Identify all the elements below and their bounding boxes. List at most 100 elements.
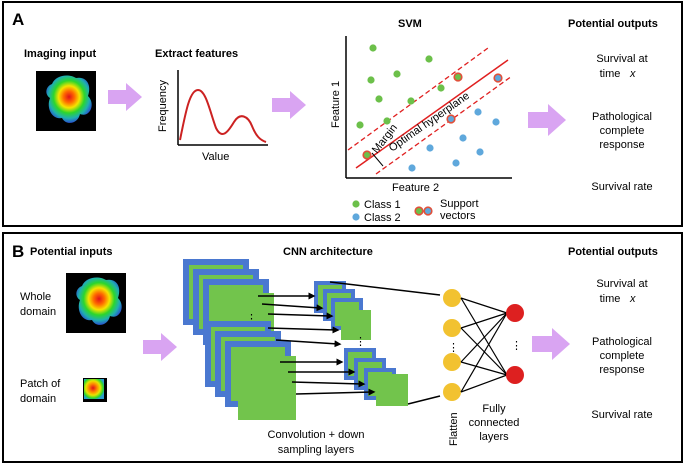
extract-features-label: Extract features — [155, 48, 238, 60]
fc-label-line1: Fully — [482, 403, 506, 415]
class2-point — [426, 144, 434, 152]
patch-domain-line2: domain — [20, 393, 56, 405]
class2-point — [408, 164, 416, 172]
output-survival-var-b: x — [629, 293, 636, 305]
panel-b-frame — [2, 232, 683, 463]
fully-connected-edges — [460, 297, 508, 393]
flatten-label: Flatten — [448, 412, 460, 446]
class1-point — [383, 117, 391, 125]
class2-point — [474, 108, 482, 116]
output-survival-line1-a: Survival at — [596, 53, 647, 65]
feature2-axis-label: Feature 2 — [392, 182, 439, 194]
whole-domain-image — [66, 273, 126, 333]
output-survival-line2-a: time — [600, 68, 621, 80]
pooled-map — [376, 374, 408, 406]
output-pcr-line1-b: Pathological — [592, 336, 652, 348]
flatten-neuron — [443, 383, 461, 401]
flatten-neuron — [443, 289, 461, 307]
support-vector-point — [446, 114, 456, 124]
flow-arrow-icon — [532, 328, 570, 360]
flatten-neuron — [443, 319, 461, 337]
flatten-layer: ⋮ — [443, 289, 461, 401]
ellipsis-dots: ⋮ — [355, 336, 366, 348]
support-vector-point — [362, 150, 372, 160]
imaging-input-image — [36, 71, 96, 131]
support-legend-marker — [414, 206, 424, 216]
output-rate-a: Survival rate — [591, 181, 652, 193]
cnn-title: CNN architecture — [283, 246, 373, 258]
svm-legend: Class 1 Class 2 Support vectors — [352, 198, 479, 224]
flatten-neuron — [443, 353, 461, 371]
margin-line-lower — [375, 75, 513, 175]
support-vector-point — [453, 72, 463, 82]
connection-arrows — [258, 281, 441, 405]
output-survival-var-a: x — [629, 68, 636, 80]
svm-title: SVM — [398, 18, 422, 30]
ellipsis-dots: ⋮ — [511, 340, 522, 352]
class2-point — [452, 159, 460, 167]
output-neuron — [506, 366, 524, 384]
svm-plot — [345, 36, 513, 179]
output-pcr-line1-a: Pathological — [592, 111, 652, 123]
margin-marker — [371, 152, 384, 167]
class2-point — [476, 148, 484, 156]
output-rate-b: Survival rate — [591, 409, 652, 421]
output-neuron — [506, 304, 524, 322]
outputs-title-b: Potential outputs — [568, 246, 658, 258]
output-survival-line1-b: Survival at — [596, 278, 647, 290]
output-pcr-line2-b: complete — [600, 350, 645, 362]
pooled-map — [341, 310, 371, 340]
outputs-title-a: Potential outputs — [568, 18, 658, 30]
imaging-input-label: Imaging input — [24, 48, 96, 60]
class1-point — [425, 55, 433, 63]
class1-point — [356, 121, 364, 129]
frequency-axis-label: Frequency — [157, 80, 169, 132]
convolution-layer-stack: ⋮ ⋮ — [183, 259, 408, 420]
output-layer: ⋮ — [506, 304, 524, 384]
class1-point — [375, 95, 383, 103]
class1-point — [437, 84, 445, 92]
class1-point — [369, 44, 377, 52]
panel-a-letter: A — [12, 10, 24, 29]
flow-arrow-icon — [272, 91, 306, 119]
feature-map — [238, 356, 296, 420]
panel-a-frame — [2, 1, 683, 227]
whole-domain-line2: domain — [20, 306, 56, 318]
output-pcr-line3-a: response — [599, 139, 644, 151]
feature1-axis-label: Feature 1 — [330, 81, 342, 128]
value-axis-label: Value — [202, 151, 229, 163]
margin-line-upper — [347, 47, 489, 151]
whole-domain-line1: Whole — [20, 291, 51, 303]
output-pcr-line3-b: response — [599, 364, 644, 376]
conv-label-line2: sampling layers — [278, 444, 355, 456]
patch-domain-line1: Patch of — [20, 378, 61, 390]
support-legend-marker — [423, 206, 433, 216]
optimal-hyperplane-line — [355, 59, 509, 169]
output-pcr-line2-a: complete — [600, 125, 645, 137]
support-legend-label-line1: Support — [440, 198, 479, 210]
inputs-title: Potential inputs — [30, 246, 113, 258]
flow-arrow-icon — [143, 333, 177, 361]
histogram-plot — [177, 70, 268, 146]
class1-legend-marker — [352, 200, 360, 208]
conv-label-line1: Convolution + down — [268, 429, 365, 441]
fc-label-line2: connected — [469, 417, 520, 429]
ellipsis-dots: ⋮ — [448, 342, 459, 354]
class1-point — [407, 97, 415, 105]
output-survival-line2-b: time — [600, 293, 621, 305]
class1-legend-label: Class 1 — [364, 199, 401, 211]
class2-legend-marker — [352, 213, 360, 221]
class2-legend-label: Class 2 — [364, 212, 401, 224]
ellipsis-dots: ⋮ — [246, 313, 257, 325]
support-legend-label-line2: vectors — [440, 210, 476, 222]
frequency-curve — [179, 88, 267, 143]
class1-point — [367, 76, 375, 84]
patch-domain-image — [83, 378, 107, 402]
class2-point — [492, 118, 500, 126]
flow-arrow-icon — [108, 83, 142, 111]
flow-arrow-icon — [528, 104, 566, 136]
panel-b-letter: B — [12, 242, 24, 261]
class2-point — [459, 134, 467, 142]
fc-label-line3: layers — [479, 431, 509, 443]
